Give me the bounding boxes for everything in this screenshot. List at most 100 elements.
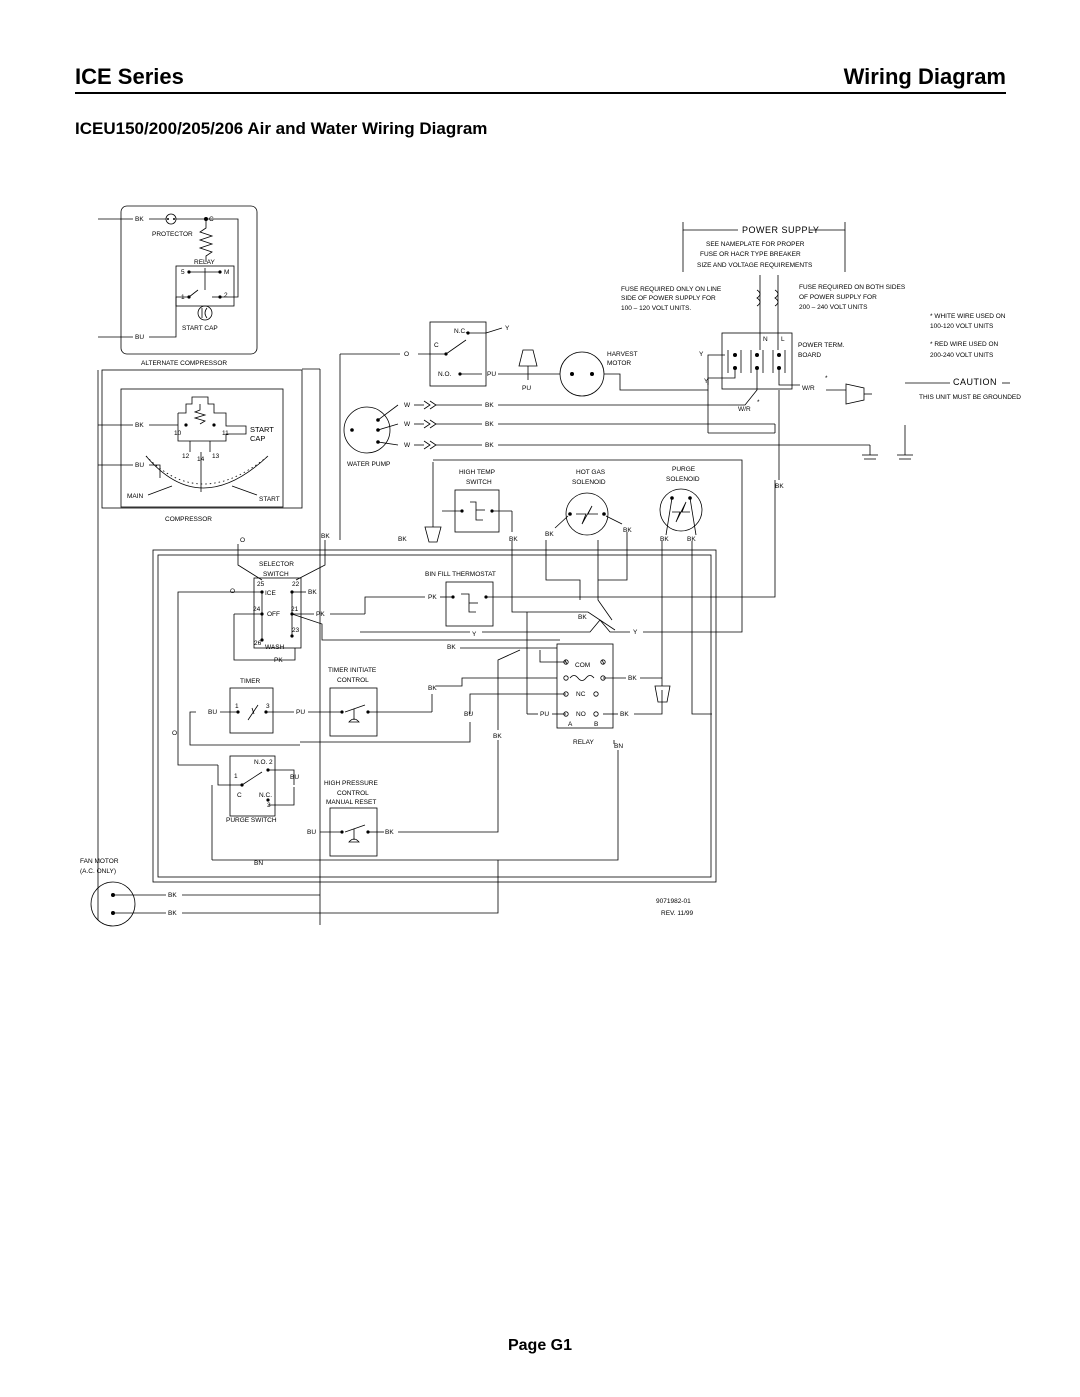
label: HIGH PRESSURE	[324, 780, 378, 787]
label: W	[404, 402, 411, 409]
label: (A.C. ONLY)	[80, 868, 116, 875]
label: 24	[253, 606, 261, 613]
label: BK	[135, 216, 144, 223]
label: *	[757, 399, 760, 406]
label: REV. 11/99	[661, 910, 694, 917]
harvest-bulb: PU	[518, 349, 538, 392]
label: W	[404, 421, 411, 428]
label: NC	[576, 691, 586, 698]
label: PU	[540, 711, 549, 718]
label: O	[172, 730, 177, 737]
label: BU	[290, 774, 299, 781]
label: O	[240, 537, 245, 544]
label: BK	[687, 536, 696, 543]
label: BK	[775, 483, 784, 490]
label: TIMER INITIATE	[328, 667, 377, 674]
label: RELAY	[194, 259, 215, 266]
label: * RED WIRE USED ON	[930, 341, 999, 348]
label: PU	[522, 385, 531, 392]
high-temp-switch: HIGH TEMP SWITCH BK BK	[398, 462, 518, 543]
label: BK	[485, 421, 494, 428]
label: 1	[235, 703, 239, 710]
label: BK	[628, 675, 637, 682]
label: BU	[135, 334, 144, 341]
label: POWER SUPPLY	[742, 225, 819, 235]
label: BK	[545, 531, 554, 538]
label: PU	[487, 371, 496, 378]
high-pressure-control: HIGH PRESSURE CONTROL MANUAL RESET BU BK…	[307, 649, 521, 857]
label: BK	[660, 536, 669, 543]
label: WATER PUMP	[347, 461, 390, 468]
label: Y	[633, 629, 638, 636]
label: BU	[464, 711, 473, 718]
label: W	[404, 442, 411, 449]
label: FUSE OR HACR TYPE BREAKER	[700, 251, 801, 258]
label: BK	[428, 685, 437, 692]
label: 200 – 240 VOLT UNITS	[799, 304, 868, 311]
label: COM	[575, 662, 590, 669]
label: ICE	[265, 590, 277, 597]
label: MOTOR	[607, 360, 631, 367]
label: START	[250, 425, 274, 434]
label: BK	[385, 829, 394, 836]
label: N	[763, 336, 768, 343]
label: Y	[505, 325, 510, 332]
label: M	[224, 269, 229, 276]
label: A	[568, 721, 573, 728]
series-title: ICE Series	[75, 64, 184, 89]
label: 3	[266, 703, 270, 710]
label: BK	[485, 402, 494, 409]
label: PK	[316, 611, 325, 618]
label: CONTROL	[337, 790, 369, 797]
label: BU	[307, 829, 316, 836]
label: POWER TERM.	[798, 342, 845, 349]
label: OFF	[267, 611, 280, 618]
bin-fill-thermostat: BIN FILL THERMOSTAT	[425, 480, 776, 627]
fan-motor: FAN MOTOR (A.C. ONLY) BK BK 9071982-01 R…	[80, 858, 694, 927]
label: BK	[493, 733, 502, 740]
label: 11	[222, 430, 229, 437]
label: 13	[212, 453, 220, 460]
control-box	[152, 549, 717, 883]
label: BK	[168, 910, 177, 917]
purge-solenoid: PURGE SOLENOID BK BK	[659, 466, 703, 543]
label: RELAY	[573, 739, 594, 746]
label: SIDE OF POWER SUPPLY FOR	[621, 295, 716, 302]
label: 26	[254, 640, 262, 647]
label: PK	[428, 594, 437, 601]
label: PURGE	[672, 466, 696, 473]
label: SWITCH	[466, 479, 492, 486]
label: *	[825, 375, 828, 382]
power-supply: POWER SUPPLY SEE NAMEPLATE FOR PROPER FU…	[621, 222, 1006, 359]
label: PU	[296, 709, 305, 716]
label: W/R	[802, 385, 815, 392]
label: 21	[291, 606, 299, 613]
label: BK	[578, 614, 587, 621]
label: BN	[614, 743, 623, 750]
label: Y	[704, 378, 709, 385]
purge-switch: N.O. 2 1 C N.C. 3 PURGE SWITCH BU BN	[211, 755, 299, 867]
label: CAUTION	[953, 377, 997, 387]
label: BK	[447, 644, 456, 651]
label: BK	[135, 422, 144, 429]
label: CONTROL	[337, 677, 369, 684]
label: 25	[257, 581, 265, 588]
page-number: Page G1	[507, 1337, 573, 1354]
label: B	[594, 721, 598, 728]
water-pump: WATER PUMP W W W BK BK BK	[343, 400, 870, 468]
label: O	[404, 351, 409, 358]
label: SIZE AND VOLTAGE REQUIREMENTS	[697, 262, 813, 269]
label: 200-240 VOLT UNITS	[930, 352, 994, 359]
label: SOLENOID	[572, 479, 606, 486]
label: SEE NAMEPLATE FOR PROPER	[706, 241, 805, 248]
label: BK	[509, 536, 518, 543]
label: THIS UNIT MUST BE GROUNDED	[919, 394, 1021, 401]
hot-gas-solenoid: HOT GAS SOLENOID BK BK	[545, 469, 632, 538]
harvest-motor: HARVEST MOTOR Y	[530, 351, 725, 397]
label: COMPRESSOR	[165, 516, 212, 523]
label: BK	[398, 536, 407, 543]
label: 2	[224, 292, 228, 299]
header-bar: ICE Series Wiring Diagram	[75, 64, 1006, 94]
label: N.O.	[438, 371, 452, 378]
